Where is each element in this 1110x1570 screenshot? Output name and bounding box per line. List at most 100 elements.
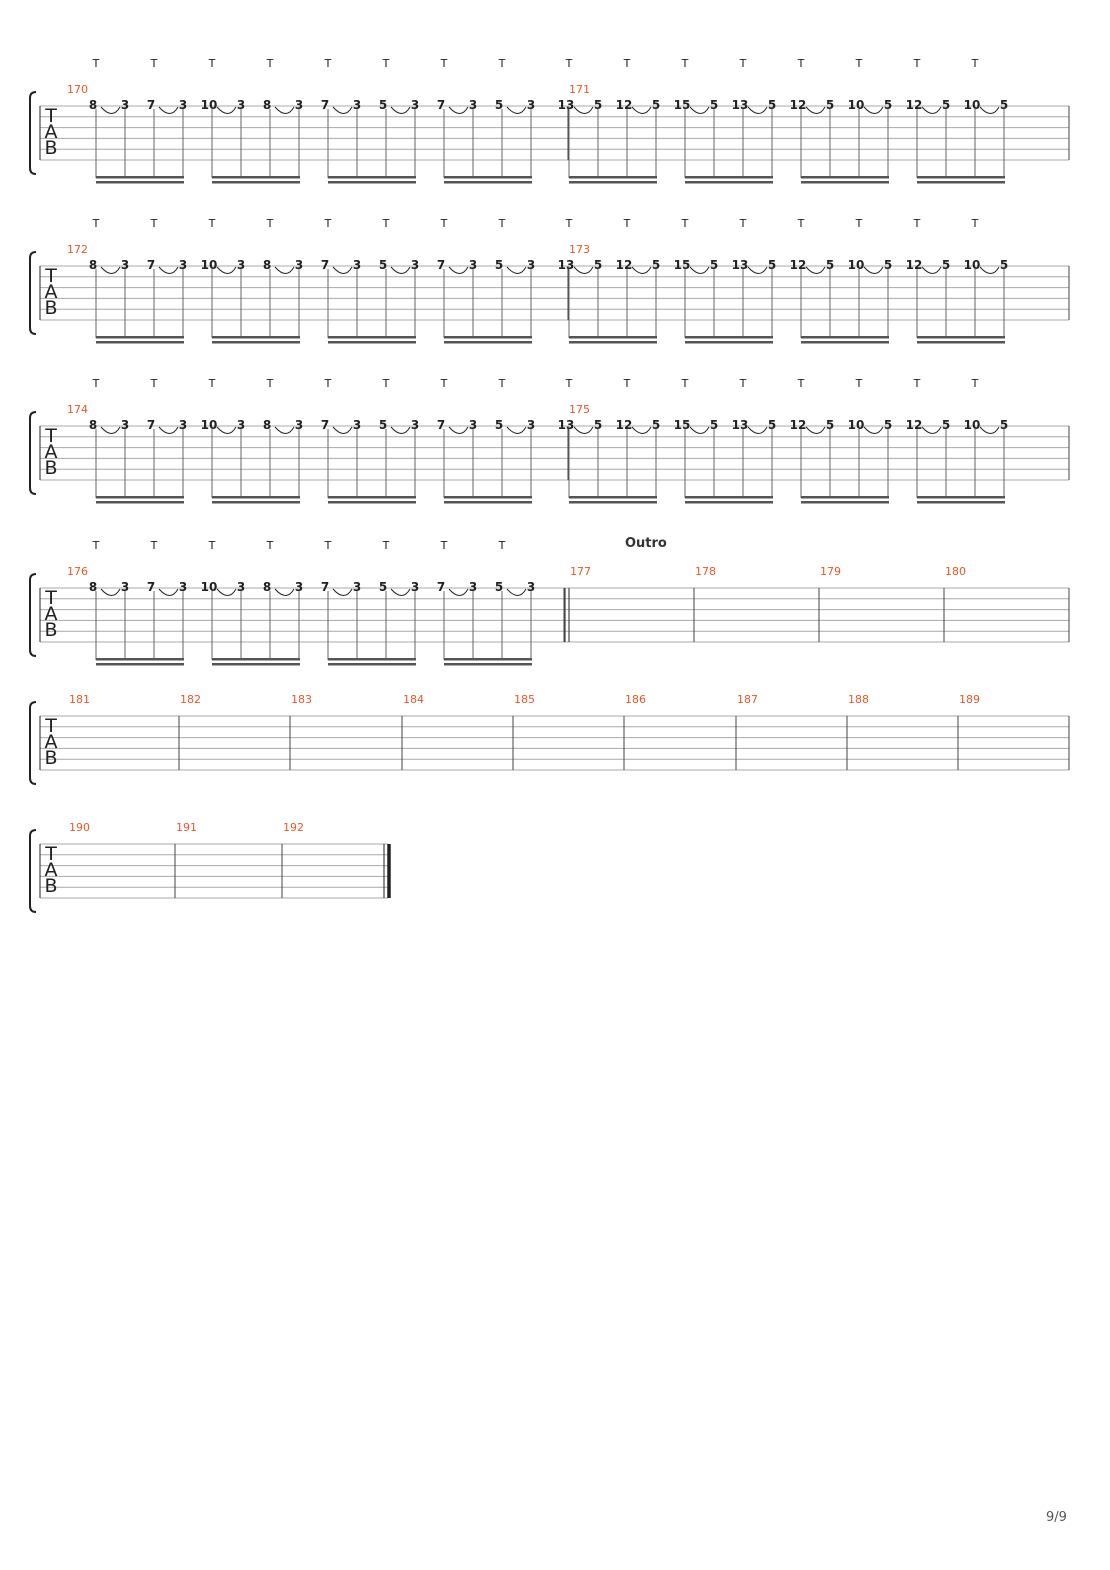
- beam: [569, 336, 657, 339]
- fret-number: 12: [790, 418, 807, 432]
- slur: [332, 266, 353, 274]
- fret-number: 5: [768, 98, 776, 112]
- slur: [979, 426, 1000, 434]
- tap-marker: T: [855, 217, 863, 230]
- fret-number: 5: [495, 98, 503, 112]
- measure-number: 187: [737, 693, 758, 706]
- fret-number: 10: [848, 98, 865, 112]
- tap-marker: T: [92, 539, 100, 552]
- measure-number: 183: [291, 693, 312, 706]
- fret-number: 5: [379, 258, 387, 272]
- beam: [328, 663, 416, 666]
- fret-number: 5: [942, 258, 950, 272]
- fret-number: 3: [527, 418, 535, 432]
- slur: [921, 426, 942, 434]
- beam: [685, 336, 773, 339]
- fret-number: 5: [652, 98, 660, 112]
- tap-marker: T: [208, 217, 216, 230]
- fret-number: 5: [884, 418, 892, 432]
- fret-number: 7: [321, 418, 329, 432]
- tap-marker: T: [382, 377, 390, 390]
- beam: [917, 176, 1005, 179]
- fret-number: 5: [1000, 258, 1008, 272]
- tab-clef-letter: B: [44, 457, 57, 479]
- tab-clef-letter: A: [45, 441, 58, 463]
- fret-number: 13: [558, 418, 575, 432]
- beam: [917, 496, 1005, 499]
- fret-number: 10: [201, 258, 218, 272]
- fret-number: 3: [411, 418, 419, 432]
- fret-number: 12: [906, 418, 923, 432]
- tap-marker: T: [681, 57, 689, 70]
- tab-clef-letter: B: [44, 875, 57, 897]
- slur: [921, 106, 942, 114]
- fret-number: 3: [121, 418, 129, 432]
- beam: [444, 658, 532, 661]
- tap-marker: T: [266, 377, 274, 390]
- beam: [328, 176, 416, 179]
- fret-number: 5: [379, 418, 387, 432]
- tap-marker: T: [266, 57, 274, 70]
- tap-marker: T: [565, 377, 573, 390]
- beam: [444, 501, 532, 504]
- slur: [979, 266, 1000, 274]
- beam: [444, 341, 532, 344]
- tap-marker: T: [739, 377, 747, 390]
- measure-number: 170: [67, 83, 88, 96]
- fret-number: 12: [906, 98, 923, 112]
- beam: [801, 501, 889, 504]
- fret-number: 15: [674, 418, 691, 432]
- tap-marker: T: [855, 57, 863, 70]
- fret-number: 5: [826, 258, 834, 272]
- tap-marker: T: [855, 377, 863, 390]
- measure-number: 182: [180, 693, 201, 706]
- fret-number: 3: [237, 98, 245, 112]
- tap-marker: T: [971, 377, 979, 390]
- slur: [689, 426, 710, 434]
- fret-number: 5: [710, 418, 718, 432]
- tab-clef-letter: T: [44, 587, 57, 609]
- fret-number: 10: [201, 580, 218, 594]
- fret-number: 5: [652, 418, 660, 432]
- fret-number: 12: [616, 258, 633, 272]
- tap-marker: T: [440, 377, 448, 390]
- fret-number: 8: [89, 580, 97, 594]
- slur: [216, 106, 237, 114]
- fret-number: 7: [147, 580, 155, 594]
- tab-clef-letter: A: [45, 859, 58, 881]
- measure-number: 192: [283, 821, 304, 834]
- fret-number: 8: [263, 98, 271, 112]
- slur: [805, 266, 826, 274]
- beam: [444, 181, 532, 184]
- slur: [863, 266, 884, 274]
- fret-number: 5: [379, 580, 387, 594]
- slur: [921, 266, 942, 274]
- slur: [390, 426, 411, 434]
- measure-number: 189: [959, 693, 980, 706]
- beam: [96, 336, 184, 339]
- beam: [328, 336, 416, 339]
- beam: [96, 496, 184, 499]
- measure-number: 175: [569, 403, 590, 416]
- fret-number: 3: [295, 418, 303, 432]
- beam: [96, 181, 184, 184]
- tap-marker: T: [913, 57, 921, 70]
- fret-number: 5: [652, 258, 660, 272]
- fret-number: 3: [295, 258, 303, 272]
- beam: [801, 496, 889, 499]
- fret-number: 10: [964, 418, 981, 432]
- tab-clef-letter: A: [45, 603, 58, 625]
- slur: [747, 266, 768, 274]
- fret-number: 3: [411, 258, 419, 272]
- tab-clef-letter: B: [44, 137, 57, 159]
- beam: [801, 336, 889, 339]
- slur: [100, 266, 121, 274]
- fret-number: 3: [527, 98, 535, 112]
- measure-number: 172: [67, 243, 88, 256]
- fret-number: 5: [379, 98, 387, 112]
- tap-marker: T: [739, 217, 747, 230]
- fret-number: 7: [437, 98, 445, 112]
- slur: [390, 106, 411, 114]
- tap-marker: T: [971, 57, 979, 70]
